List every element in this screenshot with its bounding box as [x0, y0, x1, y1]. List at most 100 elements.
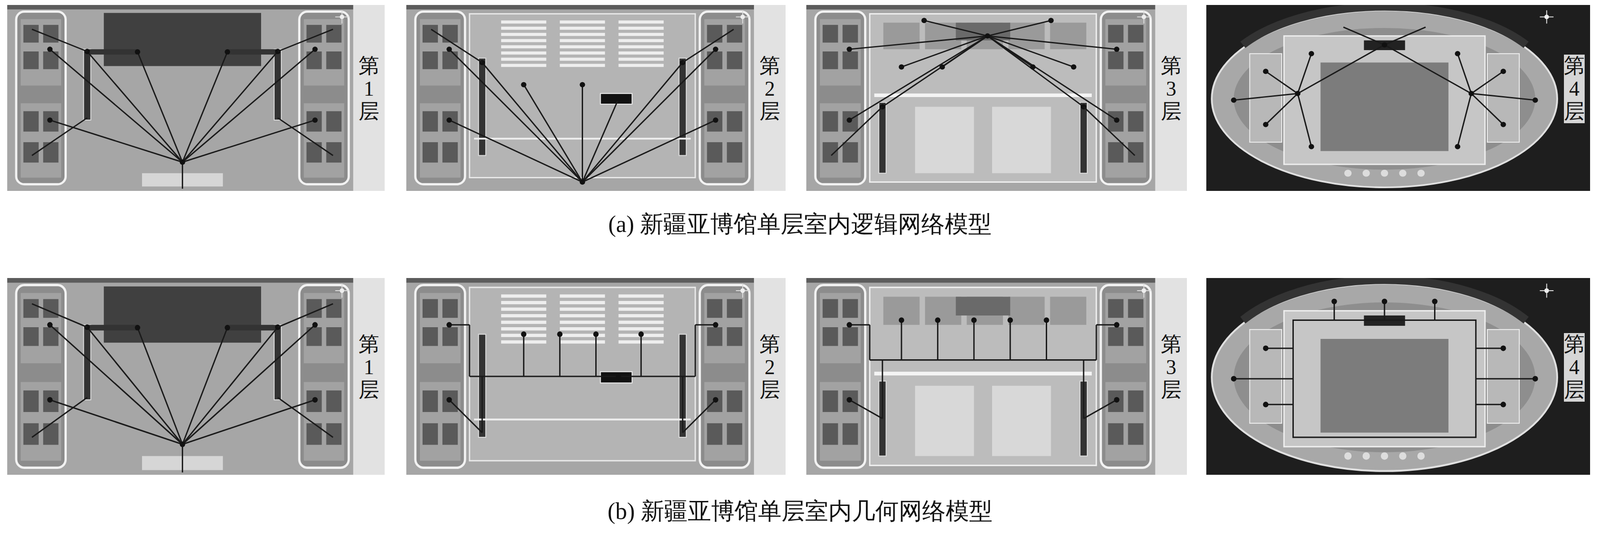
network-link	[1475, 347, 1504, 349]
network-vertex	[712, 396, 719, 403]
room	[23, 51, 39, 69]
bookshelf	[501, 307, 547, 311]
floor-label: 第1层	[358, 54, 380, 124]
network-vertex	[1308, 143, 1315, 150]
network-link	[1265, 403, 1294, 405]
stair-core	[415, 11, 465, 185]
floor-label: 第3层	[1160, 54, 1182, 124]
bookshelf	[618, 300, 664, 304]
network-link	[1292, 319, 1476, 437]
network-link	[849, 36, 988, 120]
seat-mark	[1344, 169, 1352, 177]
room	[707, 326, 723, 346]
stair-core	[815, 11, 866, 185]
network-vertex	[179, 159, 186, 165]
service-desk	[600, 371, 633, 383]
network-link	[1384, 27, 1426, 45]
room	[822, 422, 838, 445]
network-link	[1343, 27, 1385, 45]
floor-panel: 第3层	[806, 4, 1187, 191]
side-block	[1249, 329, 1282, 423]
network-link	[682, 399, 716, 433]
escalator	[878, 102, 887, 174]
floor-illustration	[406, 277, 786, 475]
network-vertex	[1431, 298, 1438, 304]
floor-label: 第2层	[759, 332, 781, 402]
network-link	[468, 324, 471, 377]
escalator	[87, 49, 138, 55]
wall	[806, 277, 1187, 283]
room-block	[419, 18, 461, 86]
stadium-outline	[1211, 10, 1558, 188]
network-link	[694, 324, 696, 377]
stair-core	[415, 285, 465, 468]
bookshelf	[559, 313, 605, 318]
network-link	[469, 375, 696, 377]
floor-panel: 第1层	[7, 4, 385, 191]
network-vertex	[1500, 68, 1506, 74]
seat-mark	[1417, 169, 1425, 177]
network-link	[32, 397, 88, 437]
bookshelf	[618, 51, 664, 55]
network-link	[1095, 324, 1098, 360]
room	[1108, 51, 1124, 69]
rail	[874, 93, 1092, 97]
stair-core	[16, 285, 66, 468]
network-vertex	[47, 117, 53, 123]
network-link	[869, 358, 1097, 361]
network-link	[182, 49, 316, 162]
network-vertex	[616, 96, 622, 102]
network-link	[50, 49, 183, 162]
escalator	[1080, 102, 1088, 174]
room	[1127, 51, 1144, 69]
network-link	[1297, 53, 1312, 94]
network-vertex	[846, 117, 852, 123]
room	[707, 422, 723, 445]
network-vertex	[579, 82, 585, 88]
seat-mark	[1380, 451, 1389, 460]
network-link	[581, 84, 584, 183]
bookshelf	[501, 51, 547, 55]
room-block	[704, 381, 745, 460]
room	[883, 296, 920, 325]
network-link	[987, 36, 1084, 107]
room	[842, 422, 858, 445]
room	[422, 110, 438, 132]
room	[306, 24, 322, 43]
network-vertex	[47, 396, 53, 403]
network-vertex	[1500, 121, 1506, 128]
room	[442, 110, 458, 132]
bookshelf	[559, 307, 605, 311]
seat-mark	[1399, 169, 1407, 177]
network-vertex	[1381, 41, 1388, 48]
axis-gizmo	[1141, 288, 1147, 293]
network-link	[831, 106, 883, 156]
bookshelf	[559, 26, 605, 30]
network-vertex	[1231, 97, 1237, 103]
network-vertex	[1532, 375, 1538, 382]
bookshelf	[501, 326, 547, 331]
floor-illustration	[7, 4, 385, 191]
room	[422, 51, 438, 69]
floor-plan	[1206, 4, 1591, 191]
network-vertex	[712, 117, 719, 123]
room	[43, 142, 59, 163]
network-link	[277, 117, 334, 156]
room-block	[419, 103, 461, 178]
network-link	[1297, 44, 1385, 94]
network-link	[449, 323, 470, 326]
room	[1127, 110, 1144, 132]
network-vertex	[1454, 50, 1461, 57]
room	[726, 110, 743, 132]
network-vertex	[1048, 17, 1054, 23]
network-link	[137, 51, 183, 162]
room	[1108, 24, 1124, 43]
hall-floor	[1283, 310, 1486, 447]
network-vertex	[934, 317, 941, 323]
bookshelf	[559, 57, 605, 61]
court	[1320, 338, 1449, 433]
network-vertex	[179, 441, 186, 447]
bookshelf	[618, 39, 664, 43]
network-link	[1457, 93, 1472, 147]
floor-illustration	[1206, 4, 1591, 191]
